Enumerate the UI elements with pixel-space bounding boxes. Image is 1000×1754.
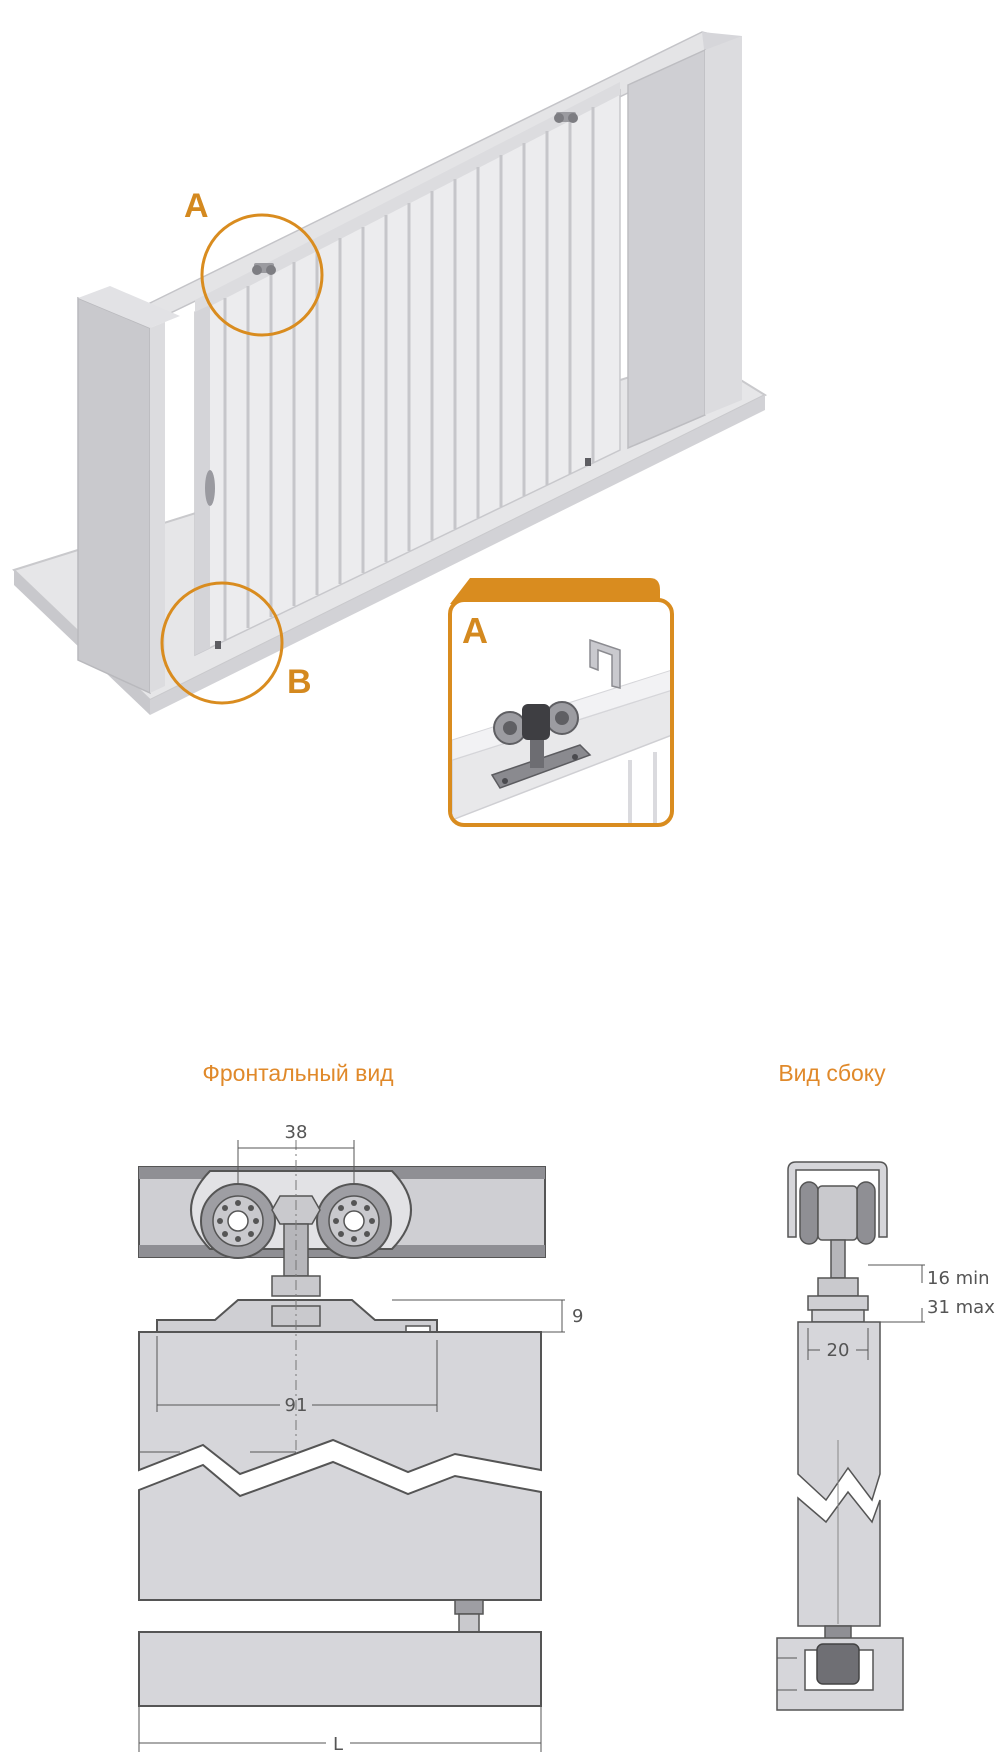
- floor-slab-front: [150, 395, 765, 715]
- right-pillar-side: [705, 36, 742, 415]
- front-view-title: Фронтальный вид: [202, 1060, 394, 1086]
- front-view: 38 9 91 L: [138, 1122, 583, 1754]
- dim-gap-min-label: 16 min: [927, 1268, 990, 1289]
- callout-circle-b: [160, 581, 284, 705]
- gate-panel-left-edge: [195, 305, 210, 655]
- dim-door-thickness: [807, 1328, 869, 1360]
- front-floor-rail: [138, 1631, 542, 1707]
- gate-illustration: A B: [12, 31, 768, 715]
- callout-circle-a: [200, 213, 324, 337]
- dim-plate-offset-label: 9: [572, 1306, 583, 1327]
- gate-handle: [205, 470, 215, 506]
- front-wheel-left: [200, 1183, 276, 1259]
- dim-wheel-spacing-label: 38: [285, 1122, 308, 1143]
- left-pillar-front: [77, 296, 151, 695]
- dim-plate-length-label: 91: [285, 1395, 308, 1416]
- bottom-guide-left: [215, 641, 221, 649]
- detail-a-box: A: [448, 578, 674, 827]
- side-door-upper: [797, 1321, 881, 1502]
- left-pillar-top: [78, 286, 180, 328]
- carriage-top-left: [252, 263, 276, 275]
- detail-label-a: A: [462, 610, 488, 651]
- front-door-middle: [138, 1460, 542, 1601]
- carriage-top-right: [554, 112, 578, 123]
- front-wheel-right: [316, 1183, 392, 1259]
- front-door-upper: [138, 1331, 542, 1476]
- bottom-guide-right: [585, 458, 591, 466]
- dim-gap-max-label: 31 max: [927, 1297, 995, 1318]
- callout-label-b: B: [287, 663, 312, 701]
- roller-carriage-icon: [490, 701, 592, 789]
- dim-plate-offset: [392, 1299, 565, 1333]
- gate-panel-top-frame: [195, 82, 620, 314]
- dim-plate-length: [156, 1336, 438, 1412]
- dim-door-length-label: L: [333, 1734, 343, 1754]
- side-view: 16 min 31 max 20: [776, 1161, 995, 1711]
- side-door-lower: [797, 1490, 881, 1627]
- detail-tab: [450, 578, 660, 604]
- dim-wheel-spacing: [237, 1140, 355, 1184]
- right-pillar-front: [627, 48, 706, 450]
- left-pillar-side: [150, 322, 165, 693]
- side-view-title: Вид сбоку: [778, 1060, 886, 1086]
- side-rail-profile: [787, 1161, 888, 1238]
- dim-door-thickness-label: 20: [827, 1340, 850, 1361]
- gate-slats: [223, 107, 595, 640]
- dim-gap: [868, 1264, 925, 1323]
- callout-label-a: A: [184, 187, 209, 225]
- dim-door-length: [138, 1706, 542, 1752]
- c-profile-icon: [589, 638, 621, 689]
